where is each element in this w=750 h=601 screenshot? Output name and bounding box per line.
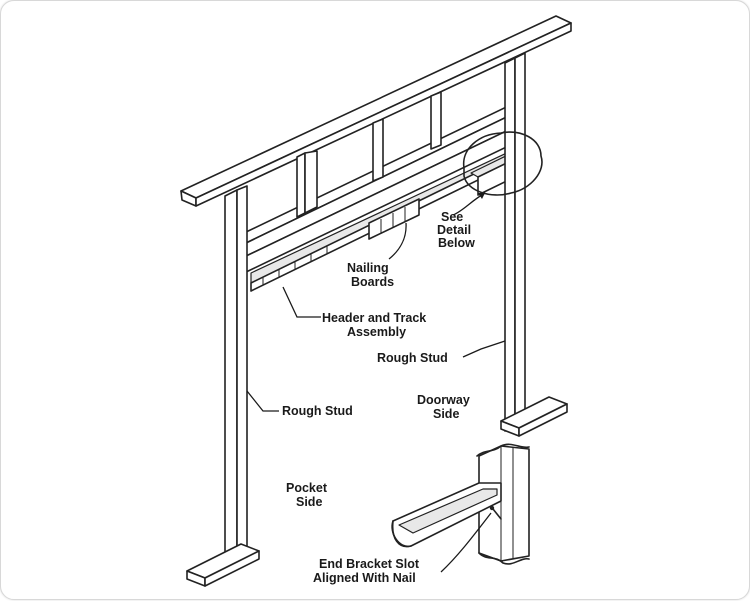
label-nailing-boards-2: Boards <box>351 275 394 289</box>
label-doorway-side-2: Side <box>433 407 459 421</box>
label-rough-stud-right: Rough Stud <box>377 351 448 365</box>
label-nailing-boards-1: Nailing <box>347 261 389 275</box>
leader-lines <box>246 192 506 573</box>
detail-view <box>391 443 530 565</box>
label-end-bracket-2: Aligned With Nail <box>313 571 416 585</box>
header-track-assembly <box>243 124 524 292</box>
rough-stud-left <box>186 185 260 587</box>
label-see-detail-2: Detail <box>437 223 471 237</box>
label-see-detail-3: Below <box>438 236 475 250</box>
label-rough-stud-left: Rough Stud <box>282 404 353 418</box>
label-end-bracket-1: End Bracket Slot <box>319 557 420 571</box>
label-header-track-1: Header and Track <box>322 311 426 325</box>
label-pocket-side-2: Side <box>296 495 322 509</box>
upper-framing <box>243 63 520 258</box>
label-pocket-side-1: Pocket <box>286 481 328 495</box>
rough-stud-right <box>500 52 568 437</box>
detail-callout-circle <box>462 131 543 196</box>
top-plate <box>180 15 572 207</box>
label-see-detail-1: See <box>441 210 463 224</box>
label-doorway-side-1: Doorway <box>417 393 470 407</box>
label-header-track-2: Assembly <box>347 325 406 339</box>
